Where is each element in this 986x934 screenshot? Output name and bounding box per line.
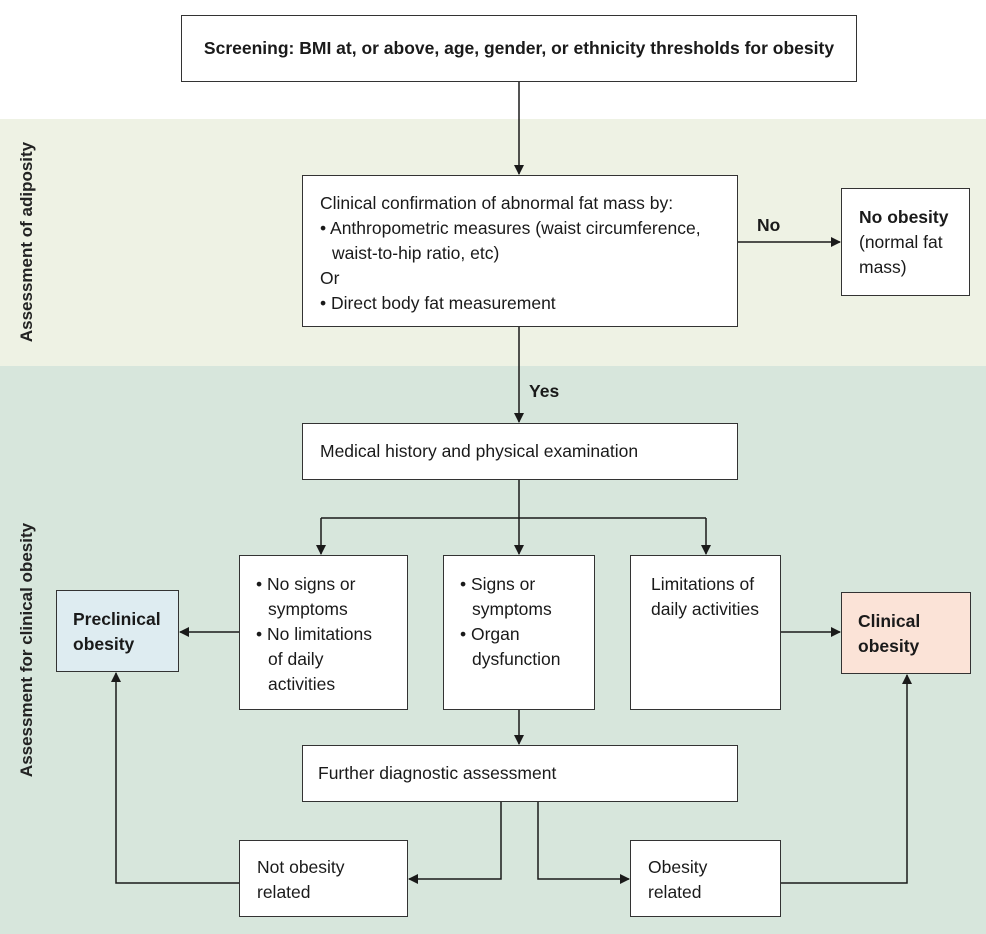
- no-signs-box: • No signs or symptoms • No limitations …: [239, 555, 408, 710]
- signs-line-4: dysfunction: [472, 649, 561, 669]
- confirmation-bullet-direct: • Direct body fat measurement: [320, 293, 556, 313]
- confirmation-bullet-anthropometric: • Anthropometric measures (waist circumf…: [320, 218, 701, 238]
- fat-mass-confirmation-box: Clinical confirmation of abnormal fat ma…: [302, 175, 738, 327]
- related-line-2: related: [648, 882, 702, 902]
- not-related-line-2: related: [257, 882, 311, 902]
- limitations-line-2: daily activities: [651, 599, 759, 619]
- confirmation-bullet-anthropometric-cont: waist-to-hip ratio, etc): [332, 243, 500, 263]
- edge-label-no: No: [757, 215, 781, 235]
- signs-line-1: • Signs or: [460, 574, 536, 594]
- no-obesity-box: No obesity (normal fat mass): [841, 188, 970, 296]
- signs-line-2: symptoms: [472, 599, 552, 619]
- limitations-line-1: Limitations of: [651, 574, 755, 594]
- limitations-box: Limitations of daily activities: [630, 555, 781, 710]
- screening-box: Screening: BMI at, or above, age, gender…: [181, 15, 857, 82]
- no-signs-line-4: of daily: [268, 649, 324, 669]
- obesity-related-box: Obesity related: [630, 840, 781, 917]
- diagnostic-text: Further diagnostic assessment: [318, 763, 557, 783]
- arrow-diagnostic-to-related: [537, 802, 630, 884]
- no-signs-line-2: symptoms: [268, 599, 348, 619]
- line-history-branch: [321, 480, 706, 519]
- preclinical-line-1: Preclinical: [73, 609, 161, 629]
- no-obesity-line-2: mass): [859, 257, 907, 277]
- diagnostic-assessment-box: Further diagnostic assessment: [302, 745, 738, 802]
- preclinical-obesity-box: Preclinical obesity: [56, 590, 179, 672]
- signs-symptoms-box: • Signs or symptoms • Organ dysfunction: [443, 555, 595, 710]
- arrow-not-related-to-preclinical: [111, 672, 239, 884]
- confirmation-heading: Clinical confirmation of abnormal fat ma…: [320, 193, 674, 213]
- clinical-line-2: obesity: [858, 636, 920, 656]
- no-obesity-line-1: (normal fat: [859, 232, 943, 252]
- confirmation-or: Or: [320, 268, 340, 288]
- medical-history-text: Medical history and physical examination: [320, 441, 639, 461]
- preclinical-line-2: obesity: [73, 634, 135, 654]
- not-obesity-related-box: Not obesity related: [239, 840, 408, 917]
- medical-history-box: Medical history and physical examination: [302, 423, 738, 480]
- screening-text: Screening: BMI at, or above, age, gender…: [203, 38, 835, 58]
- no-signs-line-5: activities: [268, 674, 336, 694]
- no-signs-line-3: • No limitations: [256, 624, 373, 644]
- related-line-1: Obesity: [648, 857, 708, 877]
- arrow-diagnostic-to-not-related: [408, 802, 502, 884]
- signs-line-3: • Organ: [460, 624, 520, 644]
- no-signs-line-1: • No signs or: [256, 574, 356, 594]
- not-related-line-1: Not obesity: [257, 857, 345, 877]
- no-obesity-title: No obesity: [859, 207, 949, 227]
- arrow-related-to-clinical: [781, 674, 912, 884]
- clinical-line-1: Clinical: [858, 611, 921, 631]
- clinical-obesity-box: Clinical obesity: [841, 592, 971, 674]
- edge-label-yes: Yes: [529, 381, 560, 401]
